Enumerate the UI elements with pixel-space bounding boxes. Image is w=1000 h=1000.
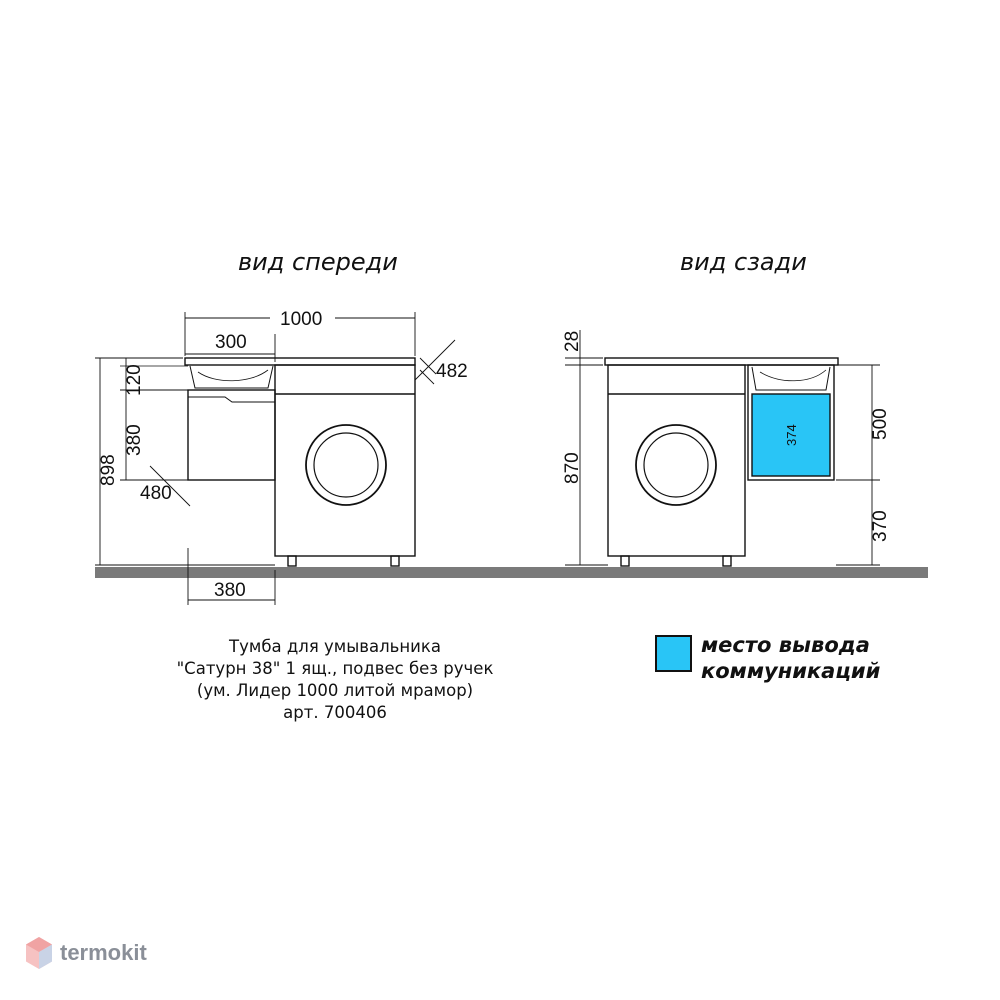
- product-caption: Тумба для умывальника "Сатурн 38" 1 ящ.,…: [150, 636, 520, 724]
- communication-output-area: [751, 393, 831, 477]
- front-washer-foot-left: [287, 555, 297, 567]
- rear-hanging-cabinet: [747, 364, 835, 481]
- front-washer-foot-right: [390, 555, 400, 567]
- legend-line: коммуникаций: [701, 659, 881, 683]
- caption-line: арт. 700406: [283, 703, 387, 722]
- front-hanging-cabinet: [187, 389, 276, 481]
- caption-line: (ум. Лидер 1000 литой мрамор): [196, 681, 474, 700]
- dim-top-thickness: 28: [562, 331, 583, 352]
- front-washer-door: [305, 424, 387, 506]
- front-view: [95, 312, 456, 605]
- dim-basin-width: 300: [215, 332, 247, 353]
- front-view-title: вид спереди: [238, 248, 398, 276]
- front-basin: [189, 365, 274, 389]
- dim-cabinet-depth: 480: [140, 483, 172, 504]
- dim-basin-height: 120: [124, 364, 145, 396]
- caption-line: "Сатурн 38" 1 ящ., подвес без ручек: [176, 659, 494, 678]
- dim-cabinet-width: 380: [214, 580, 246, 601]
- dim-height-to-top: 870: [562, 452, 583, 484]
- dim-overall-height: 898: [98, 454, 119, 486]
- floor-line: [95, 567, 928, 578]
- legend-line: место вывода: [701, 633, 870, 657]
- dim-overall-width: 1000: [280, 309, 322, 330]
- caption-line: Тумба для умывальника: [229, 637, 441, 656]
- rear-washer-foot-right: [722, 555, 732, 567]
- rear-view: [565, 330, 880, 567]
- logo-text: termokit: [60, 940, 147, 965]
- dim-niche-inner: 374: [784, 424, 799, 446]
- dim-floor-clearance: 370: [870, 510, 891, 542]
- rear-washer-body: [607, 364, 746, 557]
- rear-washer-door: [635, 424, 717, 506]
- legend-swatch: [655, 635, 692, 672]
- rear-view-title: вид сзади: [680, 248, 807, 276]
- legend-label: место вывода коммуникаций: [701, 632, 961, 684]
- dim-depth-top: 482: [436, 361, 468, 382]
- dim-drawer-height: 380: [124, 424, 145, 456]
- hexagon-logo-icon: [26, 937, 52, 969]
- rear-countertop: [604, 357, 839, 366]
- dim-niche-height: 500: [870, 408, 891, 440]
- rear-washer-foot-left: [620, 555, 630, 567]
- front-countertop: [184, 357, 416, 366]
